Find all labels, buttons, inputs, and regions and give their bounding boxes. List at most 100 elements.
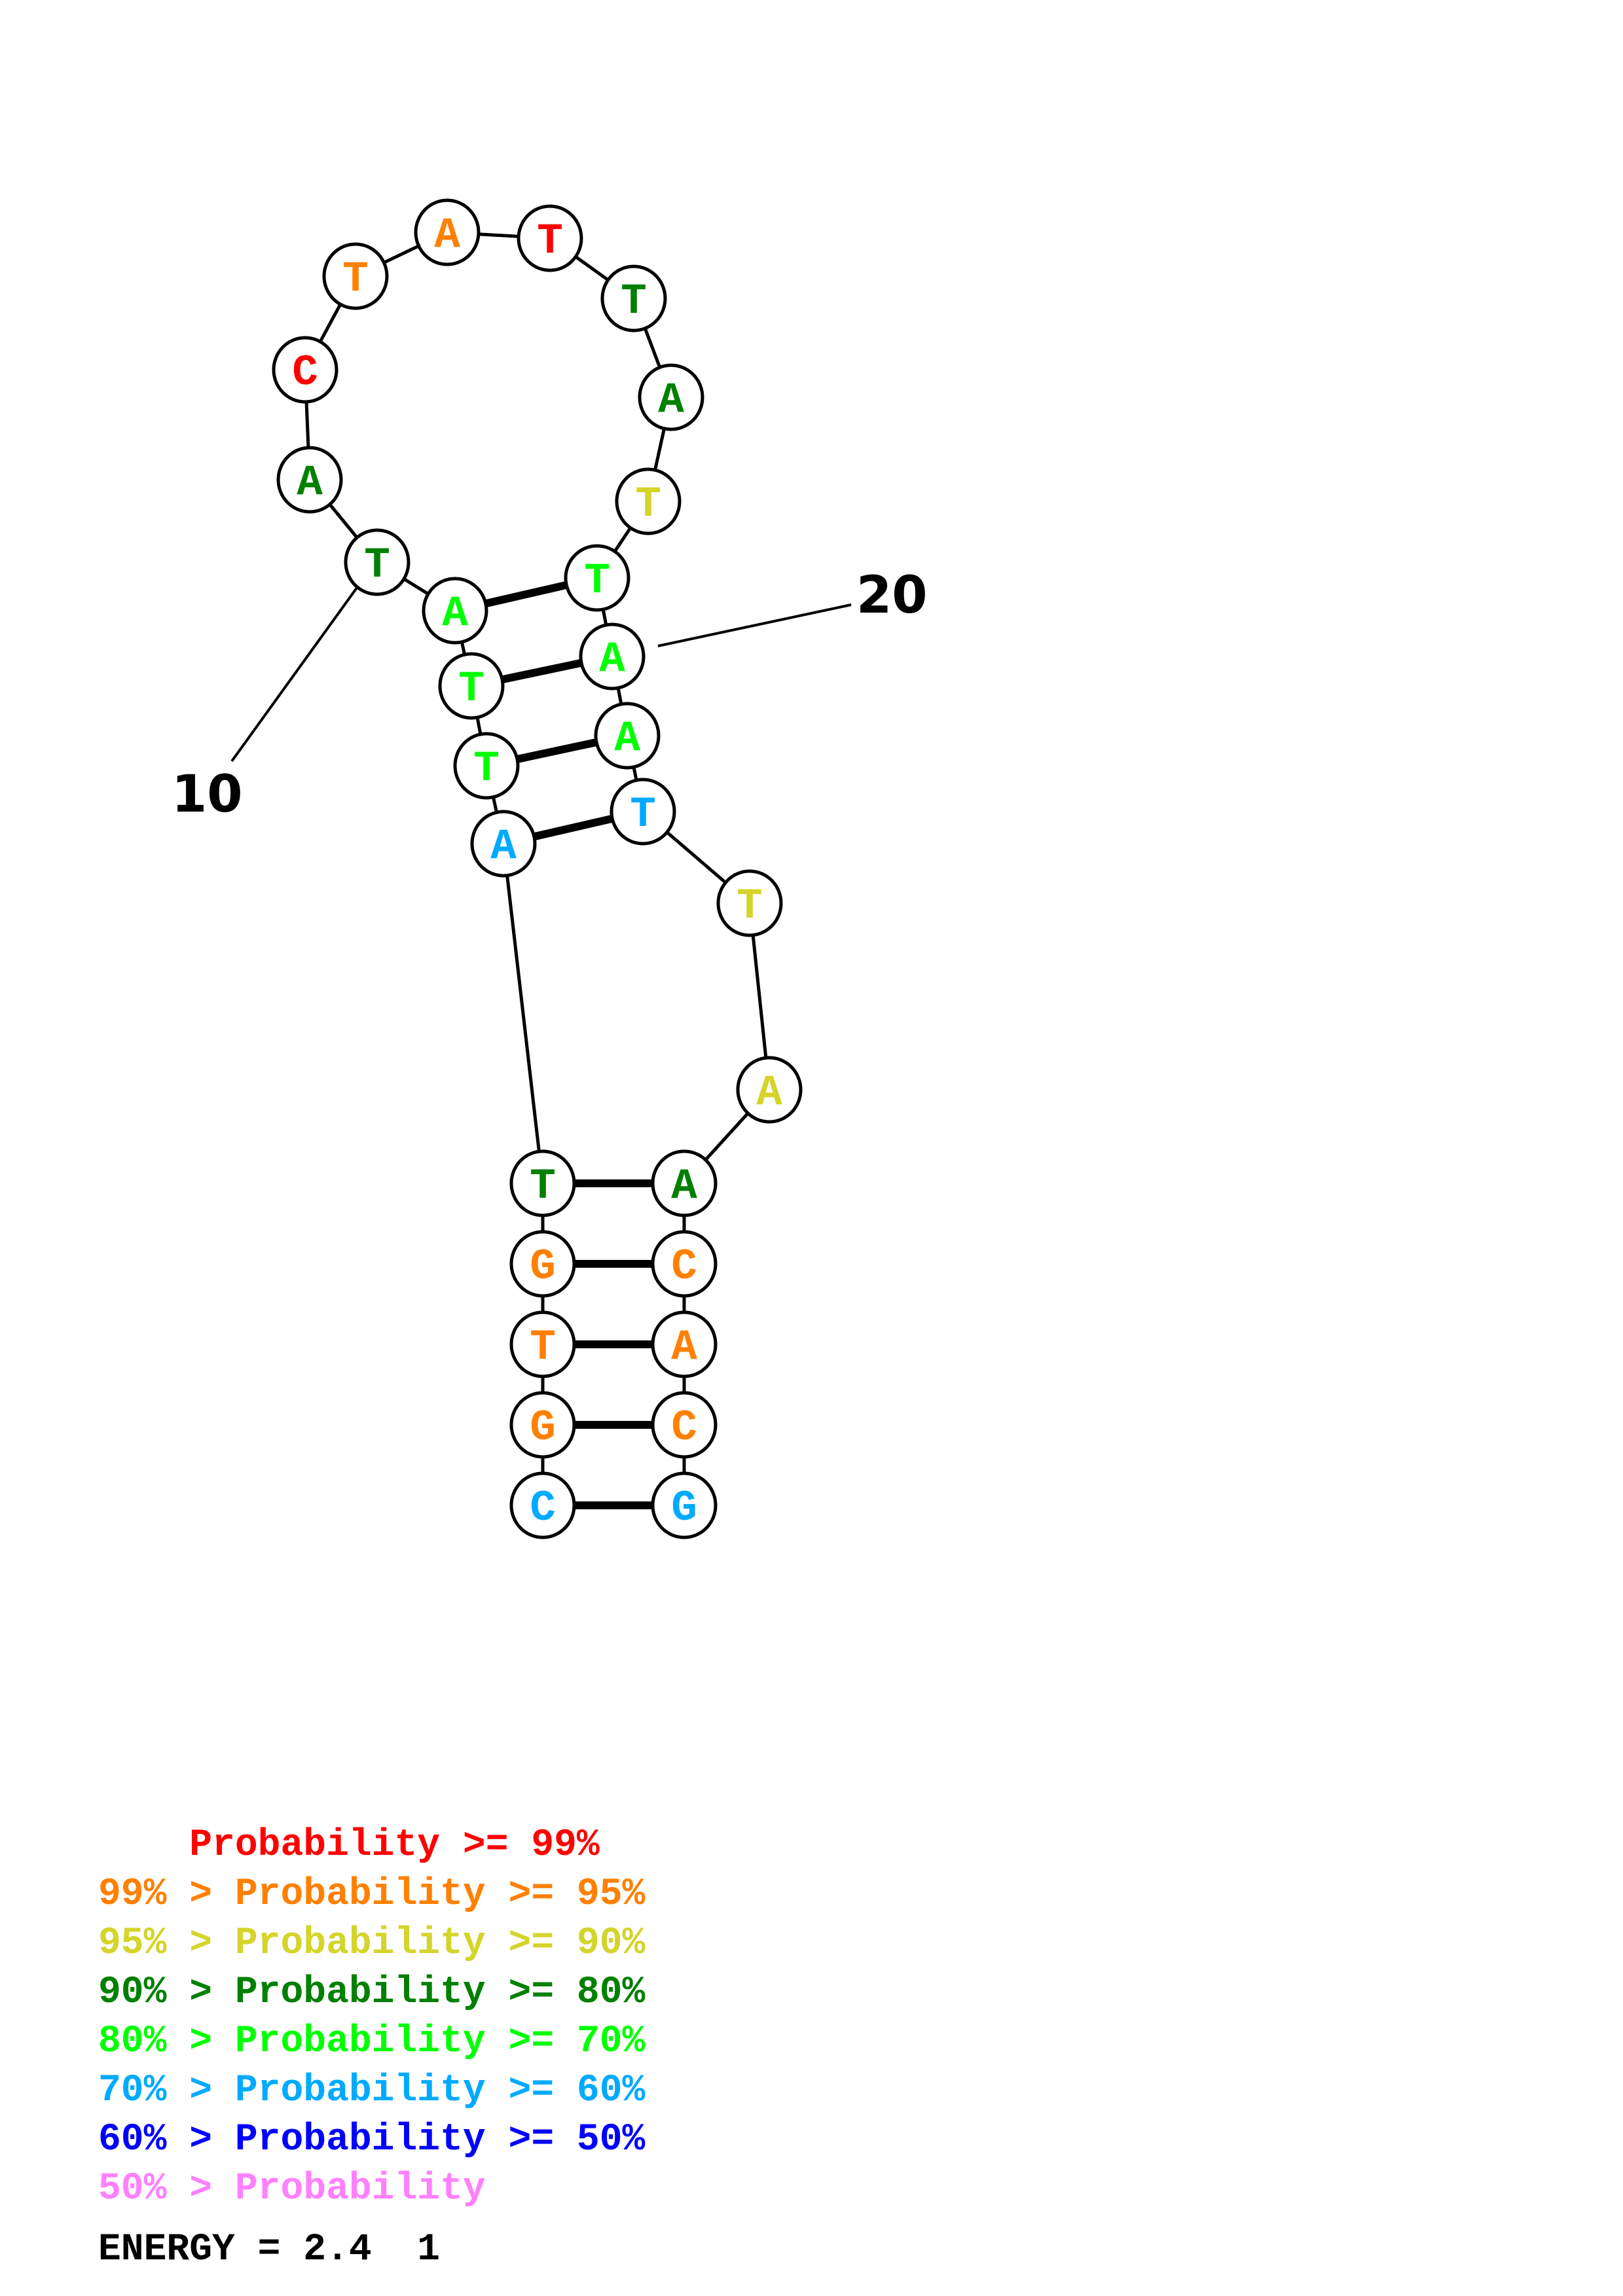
nucleotide-circle: [509, 1471, 576, 1539]
nucleotide: T: [509, 1310, 576, 1378]
legend-row: 90% > Probability >= 80%: [98, 1968, 645, 2017]
nucleotide-circle: [651, 1391, 718, 1459]
nucleotide: A: [422, 577, 488, 645]
nucleotide-circle: [594, 702, 661, 770]
nucleotide-letter: T: [635, 480, 661, 529]
nucleotide-letter: G: [671, 1484, 697, 1533]
nucleotide-circle: [615, 467, 682, 535]
legend-text: Probability >= 95%: [234, 1873, 646, 1916]
nucleotide-circle: [344, 528, 410, 596]
nucleotide-circle: [517, 204, 583, 272]
nucleotide-circle: [651, 1230, 718, 1298]
nucleotide: T: [509, 1149, 576, 1217]
legend-prefix: 90% >: [98, 1971, 235, 2014]
nucleotide-letter: C: [292, 348, 318, 397]
legend-prefix: 99% >: [98, 1873, 235, 1916]
nucleotide-circle: [272, 336, 338, 404]
legend-row: 60% > Probability >= 50%: [98, 2115, 645, 2164]
nucleotide: A: [651, 1149, 718, 1217]
nucleotide: T: [344, 528, 410, 596]
nucleotide: A: [594, 702, 661, 770]
nucleotide: T: [615, 467, 682, 535]
legend-row: 50% > Probability: [98, 2164, 645, 2214]
position-label-leader: [230, 579, 363, 762]
nucleotide-circle: [651, 1471, 718, 1539]
nucleotide-circle: [509, 1230, 576, 1298]
nucleotide-letter: A: [614, 714, 640, 763]
legend-text: Probability >= 90%: [234, 1922, 646, 1965]
nucleotide: T: [438, 652, 505, 720]
nucleotide: A: [651, 1310, 718, 1378]
nucleotide: C: [272, 336, 338, 404]
nucleotide: G: [651, 1471, 718, 1539]
nucleotide-letter: A: [658, 376, 684, 425]
nucleotide-circle: [322, 242, 389, 310]
nucleotide: C: [509, 1471, 576, 1539]
nucleotide-circle: [610, 778, 676, 846]
nucleotide-letter: T: [584, 556, 610, 605]
nucleotide-letter: G: [530, 1403, 556, 1452]
legend-prefix: 70% >: [98, 2070, 235, 2112]
nucleotide-letter: A: [671, 1162, 697, 1211]
nucleotide-circle: [736, 1056, 803, 1124]
nucleotide-circle: [564, 544, 630, 612]
nucleotide-circle: [422, 577, 488, 645]
nucleotide-letter: A: [599, 635, 625, 684]
nucleotide: A: [470, 810, 537, 878]
nucleotide: T: [716, 869, 783, 937]
position-labels: 10 20: [172, 566, 928, 824]
nucleotide-letter: A: [297, 458, 323, 507]
legend-block: Probability >= 99% 99% > Probability >= …: [98, 1821, 645, 2274]
nucleotide: C: [651, 1391, 718, 1459]
nucleotide: G: [509, 1230, 576, 1298]
nucleotide: T: [453, 732, 520, 800]
nucleotide-letter: C: [671, 1242, 697, 1291]
nucleotide-letter: A: [434, 211, 460, 260]
nucleotide-letter: A: [756, 1068, 782, 1117]
energy-label: ENERGY = 2.4 1: [98, 2229, 441, 2271]
nucleotide-letter: T: [530, 1162, 556, 1211]
legend-text: Probability >= 99%: [189, 1824, 600, 1867]
nucleotide-letter: T: [342, 255, 369, 304]
probability-legend: Probability >= 99% 99% > Probability >= …: [98, 1821, 645, 2214]
nucleotide-letter: T: [537, 217, 563, 266]
nucleotide-letter: C: [530, 1484, 556, 1533]
legend-row: 99% > Probability >= 95%: [98, 1870, 645, 1919]
legend-text: Probability >= 50%: [234, 2119, 646, 2161]
legend-prefix: [98, 1824, 189, 1867]
nucleotide: T: [600, 264, 667, 332]
legend-row: 95% > Probability >= 90%: [98, 1919, 645, 1968]
nucleotide: G: [509, 1391, 576, 1459]
nucleotide-circle: [438, 652, 505, 720]
nucleotide-letter: T: [737, 882, 763, 931]
backbone-segment: [501, 843, 545, 1184]
position-label: 10: [172, 765, 243, 824]
legend-prefix: 95% >: [98, 1922, 235, 1965]
nucleotide-circle: [414, 198, 481, 266]
nucleotide: T: [322, 242, 389, 310]
nucleotide: A: [638, 363, 704, 431]
legend-prefix: 50% >: [98, 2168, 235, 2210]
nucleotide: A: [736, 1056, 803, 1124]
position-label-leader: [657, 603, 852, 647]
nucleotide: A: [579, 622, 646, 691]
position-label: 20: [856, 566, 928, 625]
nucleotide: T: [517, 204, 583, 272]
legend-text: Probability >= 80%: [234, 1971, 646, 2014]
nucleotide-letter: T: [364, 541, 390, 590]
legend-text: Probability >= 60%: [234, 2070, 646, 2112]
nucleotide-letter: C: [671, 1403, 697, 1452]
nucleotide-circle: [509, 1391, 576, 1459]
nucleotide-circle: [651, 1149, 718, 1217]
nucleotide-circle: [509, 1149, 576, 1217]
nucleotide-circle: [470, 810, 537, 878]
nucleotide-letter: T: [530, 1323, 556, 1372]
nucleotide: A: [414, 198, 481, 266]
nucleotide-letter: T: [473, 744, 500, 793]
nucleotide-letter: T: [458, 664, 484, 713]
nucleotide-letter: G: [530, 1242, 556, 1291]
legend-prefix: 60% >: [98, 2119, 235, 2161]
nucleotide-circle: [509, 1310, 576, 1378]
